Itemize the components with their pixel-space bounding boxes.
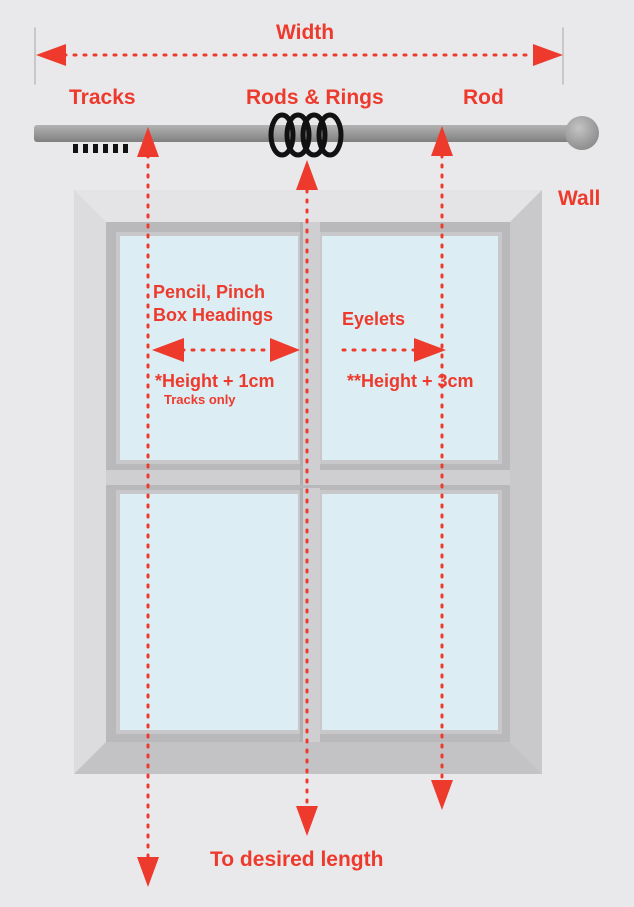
pencil-arrow-right [270, 338, 300, 362]
eyelets-label: Eyelets [342, 309, 406, 329]
tracks-label: Tracks [69, 86, 136, 109]
rod-label: Rod [463, 86, 504, 109]
measurement-guides [34, 27, 564, 862]
frame-bevel-top [74, 190, 542, 222]
pencil-pinch-label: Pencil, Pinch [153, 282, 266, 302]
width-label: Width [276, 21, 335, 44]
track-hooks [73, 144, 128, 153]
rings-arrow-down [296, 806, 318, 836]
tracks-arrow-up [137, 127, 159, 157]
wall-label: Wall [558, 187, 601, 210]
width-arrow-left [36, 44, 66, 66]
arrowheads [36, 44, 563, 887]
pane-top-right [318, 232, 502, 464]
rod-arrow-up [431, 126, 453, 156]
rings-arrow-up [296, 160, 318, 190]
pane-bottom-right [318, 490, 502, 734]
height-3cm-label: **Height + 3cm [347, 371, 474, 391]
width-arrow-right [533, 44, 563, 66]
frame-bevel-right [510, 190, 542, 774]
rod-arrow-down [431, 780, 453, 810]
frame-bevel-bottom [74, 742, 542, 774]
frame-bevel-left [74, 190, 106, 774]
tracks-only-label: Tracks only [164, 392, 236, 407]
desired-length-label: To desired length [210, 848, 384, 871]
eyelets-arrow-right [414, 338, 446, 362]
height-1cm-label: *Height + 1cm [155, 371, 275, 391]
rods-rings-label: Rods & Rings [246, 86, 384, 109]
pane-bottom-left [116, 490, 302, 734]
pencil-arrow-left [152, 338, 184, 362]
curtain-rod [34, 112, 599, 158]
rod-finial [565, 116, 599, 150]
curtain-rings [268, 112, 344, 158]
box-headings-label: Box Headings [153, 305, 274, 325]
tracks-arrow-down [137, 857, 159, 887]
